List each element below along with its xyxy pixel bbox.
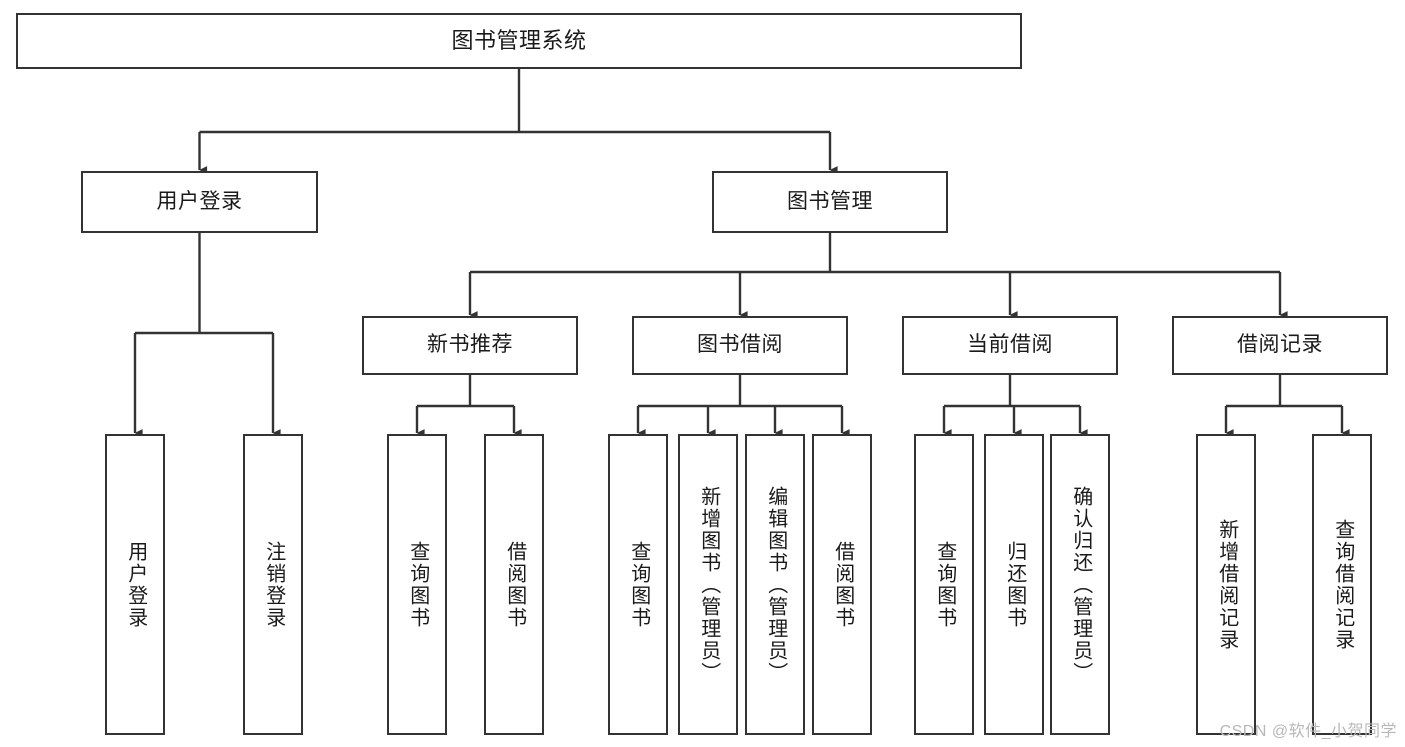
node-leaf-borrow-book-1[interactable]: 借阅图书 bbox=[484, 434, 544, 735]
node-leaf-edit-book[interactable]: 编辑图书（管理员） bbox=[745, 434, 805, 735]
node-label: 新书推荐 bbox=[427, 333, 513, 357]
node-leaf-add-record[interactable]: 新增借阅记录 bbox=[1196, 434, 1256, 735]
node-current-borrow[interactable]: 当前借阅 bbox=[902, 316, 1118, 375]
node-label: 当前借阅 bbox=[967, 333, 1053, 357]
node-borrow-record[interactable]: 借阅记录 bbox=[1172, 316, 1388, 375]
node-label: 查询借阅记录 bbox=[1331, 518, 1354, 651]
node-label: 新增图书（管理员） bbox=[697, 485, 720, 684]
node-label: 新增借阅记录 bbox=[1215, 518, 1238, 651]
node-label: 编辑图书（管理员） bbox=[764, 485, 787, 684]
node-label: 借阅图书 bbox=[831, 540, 854, 629]
node-label: 归还图书 bbox=[1003, 540, 1026, 629]
node-label: 图书管理系统 bbox=[451, 28, 587, 54]
node-label: 借阅图书 bbox=[503, 540, 526, 629]
node-leaf-borrow-book-2[interactable]: 借阅图书 bbox=[812, 434, 872, 735]
node-label: 图书借阅 bbox=[697, 333, 783, 357]
node-label: 图书管理 bbox=[787, 189, 873, 213]
node-leaf-query-book-3[interactable]: 查询图书 bbox=[914, 434, 974, 735]
node-label: 查询图书 bbox=[406, 540, 429, 629]
node-label: 用户登录 bbox=[124, 540, 147, 629]
node-leaf-return-book[interactable]: 归还图书 bbox=[984, 434, 1044, 735]
node-book-management[interactable]: 图书管理 bbox=[712, 171, 948, 233]
node-leaf-add-book[interactable]: 新增图书（管理员） bbox=[678, 434, 738, 735]
node-book-borrow[interactable]: 图书借阅 bbox=[632, 316, 848, 375]
node-leaf-query-record[interactable]: 查询借阅记录 bbox=[1312, 434, 1372, 735]
node-leaf-logout[interactable]: 注销登录 bbox=[243, 434, 303, 735]
node-leaf-confirm-return[interactable]: 确认归还（管理员） bbox=[1050, 434, 1110, 735]
node-root[interactable]: 图书管理系统 bbox=[16, 13, 1022, 69]
node-label: 确认归还（管理员） bbox=[1069, 485, 1092, 684]
node-label: 注销登录 bbox=[262, 540, 285, 629]
node-label: 用户登录 bbox=[156, 189, 243, 213]
node-label: 查询图书 bbox=[933, 540, 956, 629]
edges-group bbox=[133, 69, 1350, 437]
node-leaf-user-login[interactable]: 用户登录 bbox=[105, 434, 165, 735]
node-new-book-recommend[interactable]: 新书推荐 bbox=[362, 316, 578, 375]
node-user-login[interactable]: 用户登录 bbox=[81, 171, 318, 233]
node-label: 借阅记录 bbox=[1237, 333, 1323, 357]
node-leaf-query-book-1[interactable]: 查询图书 bbox=[387, 434, 447, 735]
node-label: 查询图书 bbox=[627, 540, 650, 629]
node-leaf-query-book-2[interactable]: 查询图书 bbox=[608, 434, 668, 735]
csdn-watermark: CSDN @软件_小贺同学 bbox=[1219, 723, 1397, 740]
